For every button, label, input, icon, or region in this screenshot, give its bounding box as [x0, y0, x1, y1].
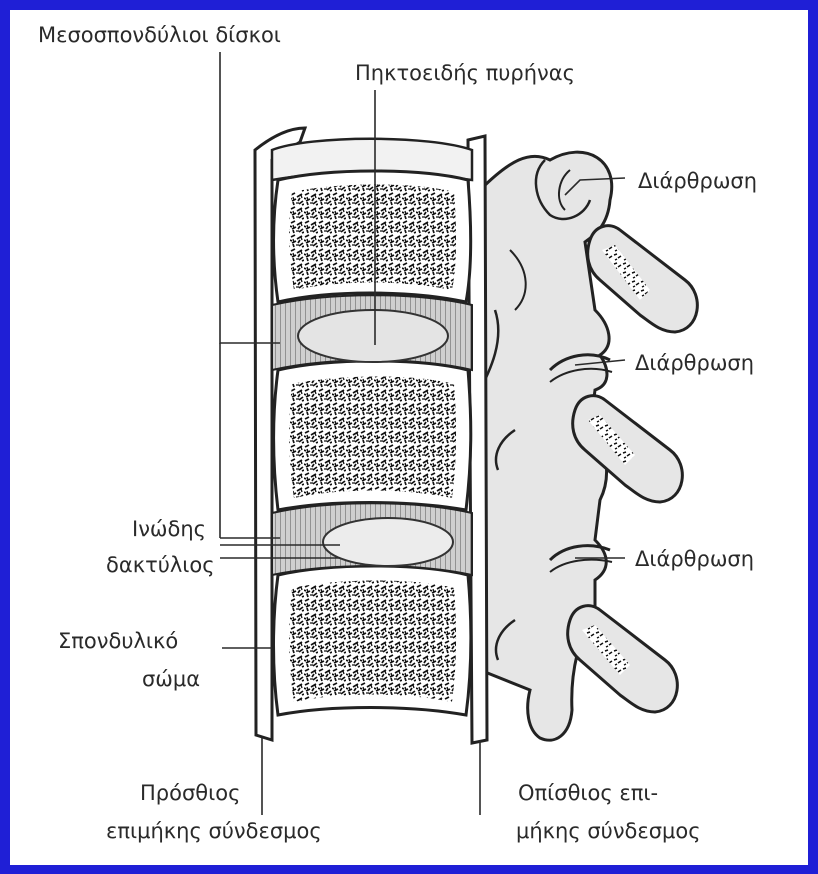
label-joint-1: Διάρθρωση: [638, 169, 757, 193]
label-annulus-line1: Ινώδης: [132, 517, 206, 541]
label-vertebral-body-line2: σώμα: [142, 667, 200, 691]
vertebra-bottom: [274, 566, 471, 715]
spine-diagram: Μεσοσπονδύλιοι δίσκοι Πηκτοειδής πυρήνας…: [10, 10, 808, 865]
diagram-frame: Μεσοσπονδύλιοι δίσκοι Πηκτοειδής πυρήνας…: [10, 10, 808, 865]
vertebra-middle: [274, 361, 471, 510]
disc-lower: [272, 503, 472, 575]
disc-upper: [272, 295, 472, 370]
label-anterior-ligament-line2: επιμήκης σύνδεσμος: [106, 819, 322, 843]
label-nucleus-pulposus: Πηκτοειδής πυρήνας: [355, 61, 575, 85]
label-anterior-ligament-line1: Πρόσθιος: [140, 781, 240, 805]
label-joint-3: Διάρθρωση: [635, 547, 754, 571]
label-annulus-line2: δακτύλιος: [106, 553, 215, 577]
label-posterior-ligament-line2: μήκης σύνδεσμος: [516, 819, 701, 843]
label-vertebral-body-line1: Σπονδυλικό: [58, 629, 178, 653]
vertebra-top: [272, 139, 472, 302]
label-joint-2: Διάρθρωση: [635, 351, 754, 375]
label-posterior-ligament-line1: Οπίσθιος επι-: [518, 781, 658, 805]
label-intervertebral-discs: Μεσοσπονδύλιοι δίσκοι: [38, 23, 281, 47]
